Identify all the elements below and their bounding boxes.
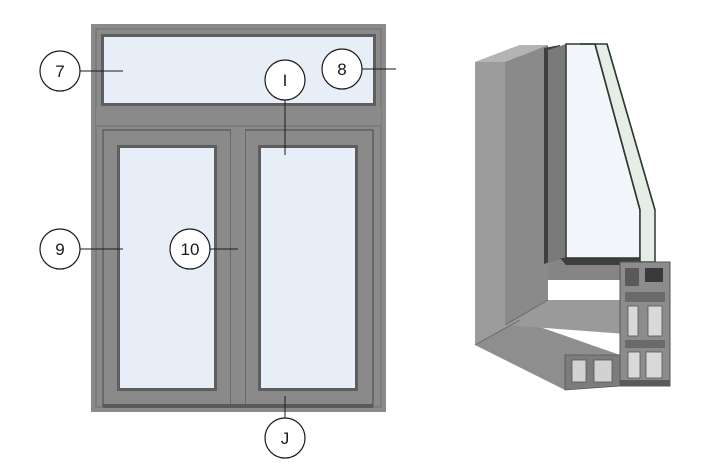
callout-8: 8 — [321, 48, 363, 90]
callout-10-label: 10 — [181, 240, 200, 259]
sash-vertical — [548, 44, 566, 264]
frame-vertical-top — [475, 45, 548, 62]
profile-cut-face — [619, 261, 671, 387]
glass-edge-line — [594, 43, 641, 211]
callout-7: 7 — [39, 50, 81, 92]
callouts: 7 8 I 9 10 J — [39, 48, 363, 459]
frame-horizontal-inner — [505, 300, 640, 335]
glass-edge-line-2 — [606, 43, 656, 211]
transom-bar — [96, 108, 381, 126]
left-sash-glass — [120, 148, 214, 388]
callout-10: 10 — [169, 228, 211, 270]
callout-8-label: 8 — [337, 60, 346, 79]
leader-lines — [80, 68, 396, 418]
callout-J: J — [264, 417, 306, 459]
bottom-sill — [103, 404, 373, 408]
callout-7-label: 7 — [55, 62, 64, 81]
callout-J-label: J — [281, 429, 290, 448]
callout-9-label: 9 — [55, 240, 64, 259]
mullion — [231, 128, 245, 408]
right-sash-glass — [261, 148, 355, 388]
miter-line-2 — [474, 319, 521, 346]
callout-I: I — [264, 59, 306, 101]
callout-I-label: I — [283, 71, 288, 90]
horizontal-cut-detail-2 — [593, 359, 613, 383]
frame-vertical-inner — [505, 45, 548, 325]
miter-line — [504, 299, 549, 326]
callout-9: 9 — [39, 228, 81, 270]
horizontal-cut-detail-1 — [571, 359, 587, 383]
profile-cross-section — [474, 43, 671, 391]
